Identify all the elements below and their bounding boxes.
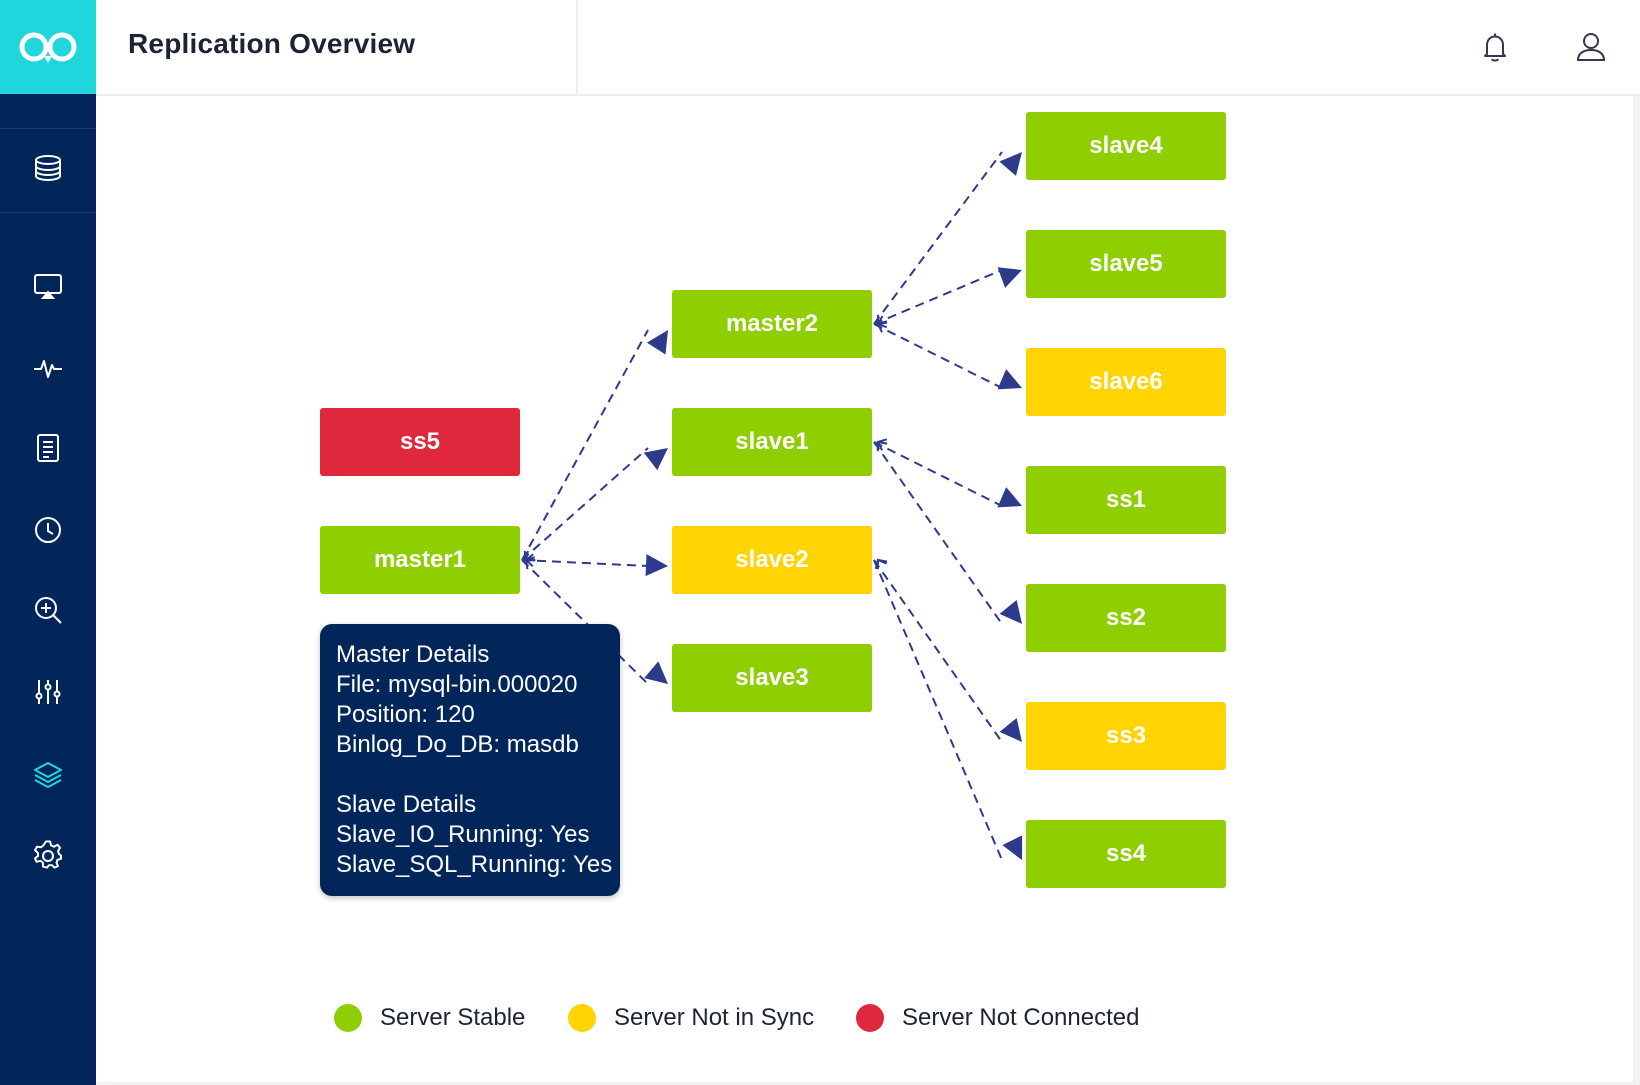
user-account-button[interactable] (1568, 24, 1614, 70)
legend-item-stable: Server Stable (334, 1000, 525, 1036)
activity-icon (34, 360, 62, 378)
tooltip-position: Position: 120 (336, 701, 475, 728)
server-node-ss5[interactable]: ss5 (320, 408, 520, 476)
server-node-ss4[interactable]: ss4 (1026, 820, 1226, 888)
monitor-icon (34, 274, 62, 299)
legend-label-stable: Server Stable (380, 1004, 526, 1031)
sidebar-item-analyze[interactable] (24, 586, 72, 634)
legend-item-not-in-sync: Server Not in Sync (568, 1000, 814, 1036)
legend-item-not-connected: Server Not Connected (856, 1000, 1139, 1036)
status-dot-not-in-sync (568, 1004, 596, 1032)
legend-label-not-connected: Server Not Connected (902, 1004, 1140, 1031)
server-node-ss2[interactable]: ss2 (1026, 584, 1226, 652)
app-logo[interactable] (0, 0, 96, 94)
server-node-ss1[interactable]: ss1 (1026, 466, 1226, 534)
sidebar-item-history[interactable] (24, 506, 72, 554)
tooltip-slave-sql-running: Slave_SQL_Running: Yes (336, 851, 613, 878)
status-dot-stable (334, 1004, 362, 1032)
top-bar: Replication Overview (96, 0, 1640, 96)
master-details-tooltip: Master Details File: mysql-bin.000020 Po… (320, 624, 620, 896)
gear-icon (34, 840, 62, 869)
server-node-slave1[interactable]: slave1 (672, 408, 872, 476)
logo-icon (19, 32, 77, 63)
server-node-slave5[interactable]: slave5 (1026, 230, 1226, 298)
sidebar-item-monitor[interactable] (24, 262, 72, 310)
tooltip-heading-slave: Slave Details (336, 791, 477, 818)
user-icon (1576, 33, 1606, 61)
zoom-in-icon (35, 597, 62, 624)
server-node-master1[interactable]: master1 (320, 526, 520, 594)
tooltip-slave-io-running: Slave_IO_Running: Yes (336, 821, 590, 848)
sidebar-item-databases[interactable] (24, 144, 72, 192)
sliders-icon (35, 680, 61, 704)
sidebar-item-activity[interactable] (24, 344, 72, 392)
page-title: Replication Overview (128, 28, 416, 59)
sidebar-divider (0, 128, 96, 129)
header-divider (576, 0, 578, 94)
tooltip-spacer (336, 760, 604, 790)
sidebar-item-reports[interactable] (24, 424, 72, 472)
server-node-slave3[interactable]: slave3 (672, 644, 872, 712)
server-node-ss3[interactable]: ss3 (1026, 702, 1226, 770)
tooltip-heading-master: Master Details (336, 641, 490, 668)
document-icon (37, 434, 59, 462)
sidebar-item-settings[interactable] (24, 832, 72, 880)
sidebar (0, 0, 96, 1085)
server-node-slave4[interactable]: slave4 (1026, 112, 1226, 180)
layers-icon (34, 762, 62, 788)
server-node-master2[interactable]: master2 (672, 290, 872, 358)
tooltip-file: File: mysql-bin.000020 (336, 671, 578, 698)
status-dot-not-connected (856, 1004, 884, 1032)
clock-icon (35, 517, 61, 543)
database-icon (35, 155, 61, 182)
legend-label-not-in-sync: Server Not in Sync (614, 1004, 815, 1031)
sidebar-item-tuning[interactable] (24, 668, 72, 716)
notifications-button[interactable] (1472, 24, 1518, 70)
server-node-slave2[interactable]: slave2 (672, 526, 872, 594)
sidebar-item-replication[interactable] (24, 750, 72, 798)
server-node-slave6[interactable]: slave6 (1026, 348, 1226, 416)
sidebar-divider (0, 212, 96, 213)
tooltip-binlog-do-db: Binlog_Do_DB: masdb (336, 731, 579, 758)
bell-icon (1484, 33, 1506, 62)
